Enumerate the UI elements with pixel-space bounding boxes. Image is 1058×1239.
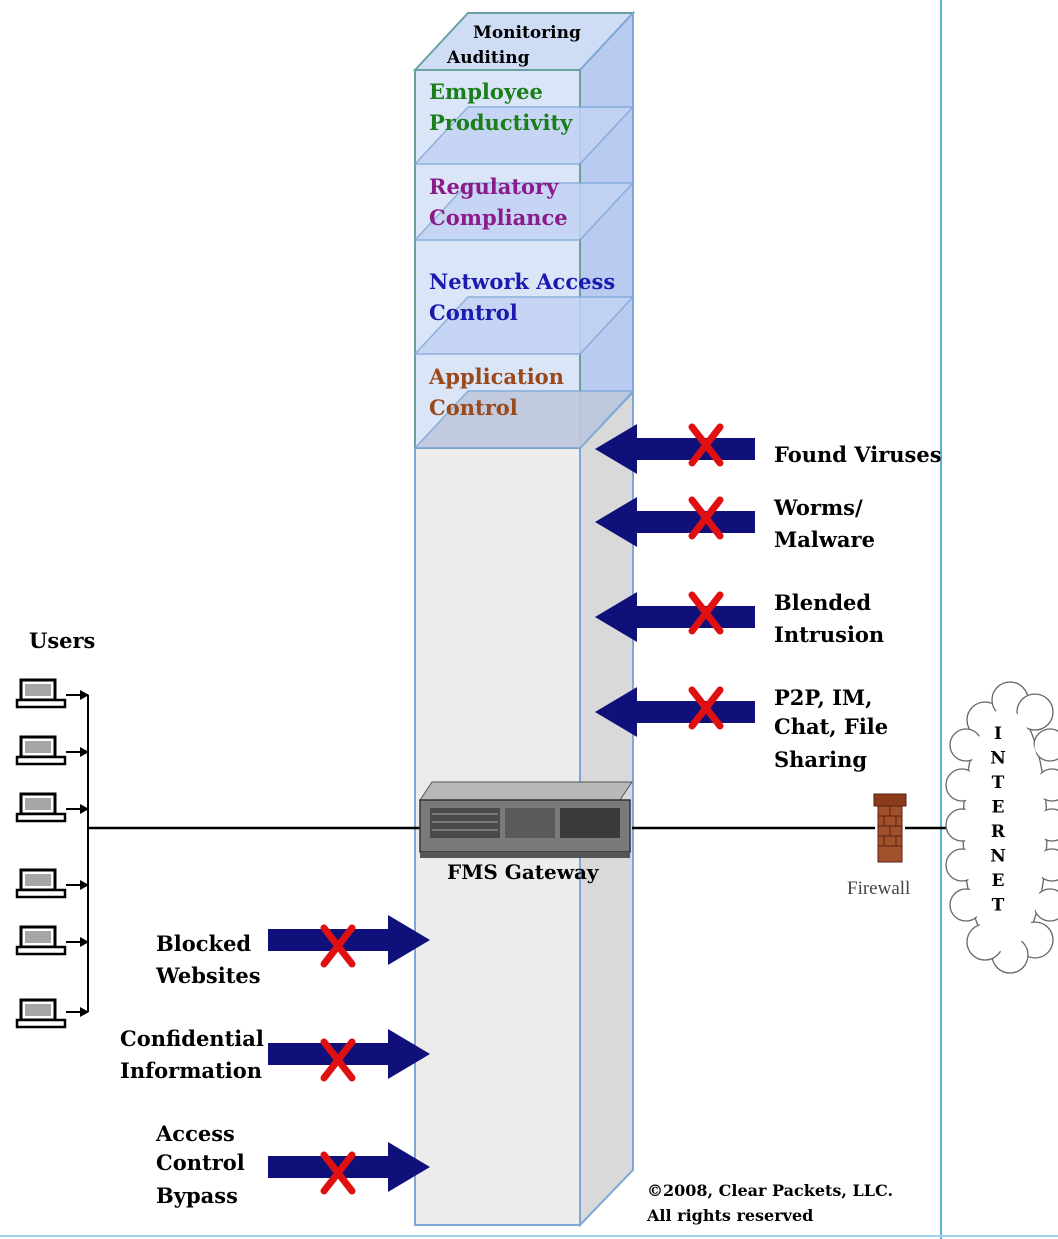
user-laptop-icon [15, 792, 67, 823]
users-label: Users [29, 628, 95, 653]
tower-top-label-1: Monitoring [473, 23, 581, 43]
users-bus [66, 690, 89, 1017]
layer-label-employee-2: Productivity [429, 110, 573, 135]
threat-label: P2P, IM, [774, 685, 873, 710]
layer-label-application-2: Control [429, 395, 518, 420]
internet-letter: N [990, 749, 1006, 769]
outbound-threats [268, 915, 430, 1192]
arrow-blocked-websites [268, 915, 430, 965]
threat-label: Information [120, 1058, 262, 1083]
arrow-access-control-bypass [268, 1142, 430, 1192]
layer-label-employee-1: Employee [429, 79, 543, 104]
layer-plane-4 [413, 390, 635, 449]
threat-label: Websites [155, 963, 261, 988]
arrow-blended-intrusion [595, 592, 755, 642]
user-laptop-icon [15, 998, 67, 1029]
layer-plane-3 [413, 296, 635, 355]
threat-label: Found Viruses [774, 442, 942, 467]
layer-label-regulatory-1: Regulatory [429, 174, 559, 199]
internet-letter: E [992, 798, 1005, 818]
threat-label: Control [156, 1150, 245, 1175]
threat-label: Chat, File [774, 714, 888, 739]
layer-label-network-1: Network Access [429, 269, 615, 294]
arrow-p2p-im [595, 687, 755, 737]
layer-plane-2 [413, 182, 635, 241]
threat-label: Intrusion [774, 622, 884, 647]
threat-label: Blended [774, 590, 871, 615]
firewall-label: Firewall [847, 878, 910, 899]
internet-letter: T [992, 773, 1005, 793]
user-laptop-icon [15, 868, 67, 899]
internet-letter: R [991, 822, 1006, 842]
threat-label: Blocked [156, 931, 251, 956]
gateway-label: FMS Gateway [447, 860, 600, 884]
internet-letter: E [992, 871, 1005, 891]
copyright-line-2: All rights reserved [646, 1206, 813, 1225]
user-laptop-icon [15, 925, 67, 956]
threat-label: Sharing [774, 747, 867, 772]
inbound-threats [595, 424, 755, 737]
internet-cloud-icon [945, 681, 1058, 974]
arrow-confidential-information [268, 1029, 430, 1079]
user-laptop-icon [15, 678, 67, 709]
layer-plane-1 [413, 106, 635, 165]
server-icon [419, 781, 633, 858]
copyright-line-1: ©2008, Clear Packets, LLC. [647, 1181, 893, 1200]
layer-label-application-1: Application [428, 364, 564, 389]
arrow-found-viruses [595, 424, 755, 474]
internet-letter: T [992, 896, 1005, 916]
threat-label: Worms/ [773, 495, 863, 520]
layer-label-regulatory-2: Compliance [429, 205, 568, 230]
tower-top-label-2: Auditing [446, 48, 530, 68]
arrow-worms-malware [595, 497, 755, 547]
user-laptop-icon [15, 735, 67, 766]
internet-letter: N [990, 847, 1006, 867]
threat-label: Bypass [156, 1183, 238, 1208]
layer-label-network-2: Control [429, 300, 518, 325]
threat-label: Malware [774, 527, 875, 552]
firewall-icon [873, 793, 907, 863]
threat-label: Access [155, 1121, 235, 1146]
threat-label: Confidential [120, 1026, 264, 1051]
internet-letter: I [994, 724, 1002, 744]
